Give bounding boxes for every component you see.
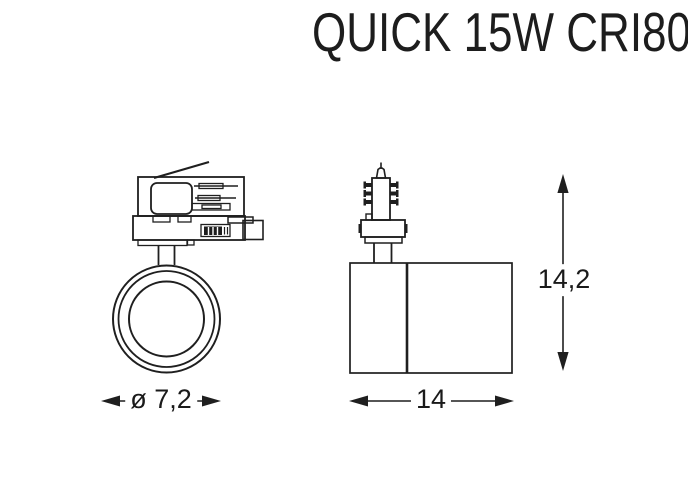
side-view-drawing	[349, 162, 513, 374]
lamp-front-circle	[112, 264, 221, 374]
height-dimension-label: 14,2	[532, 264, 596, 296]
plug-shaft	[371, 177, 391, 221]
track-plug-side	[358, 162, 408, 263]
lamp-body-side	[349, 262, 513, 374]
front-view-drawing	[112, 160, 264, 374]
track-adapter-front	[132, 160, 264, 265]
adapter-lever-line	[153, 160, 210, 180]
plug-contacts	[363, 181, 399, 206]
adapter-window	[150, 182, 193, 215]
product-title: QUICK 15W CRI80	[312, 1, 688, 63]
width-dimension-label: 14	[410, 384, 452, 416]
adapter-latch	[227, 216, 264, 241]
adapter-switch	[200, 223, 231, 238]
plug-base	[360, 219, 406, 238]
diameter-dimension-label: ø 7,2	[125, 384, 197, 416]
